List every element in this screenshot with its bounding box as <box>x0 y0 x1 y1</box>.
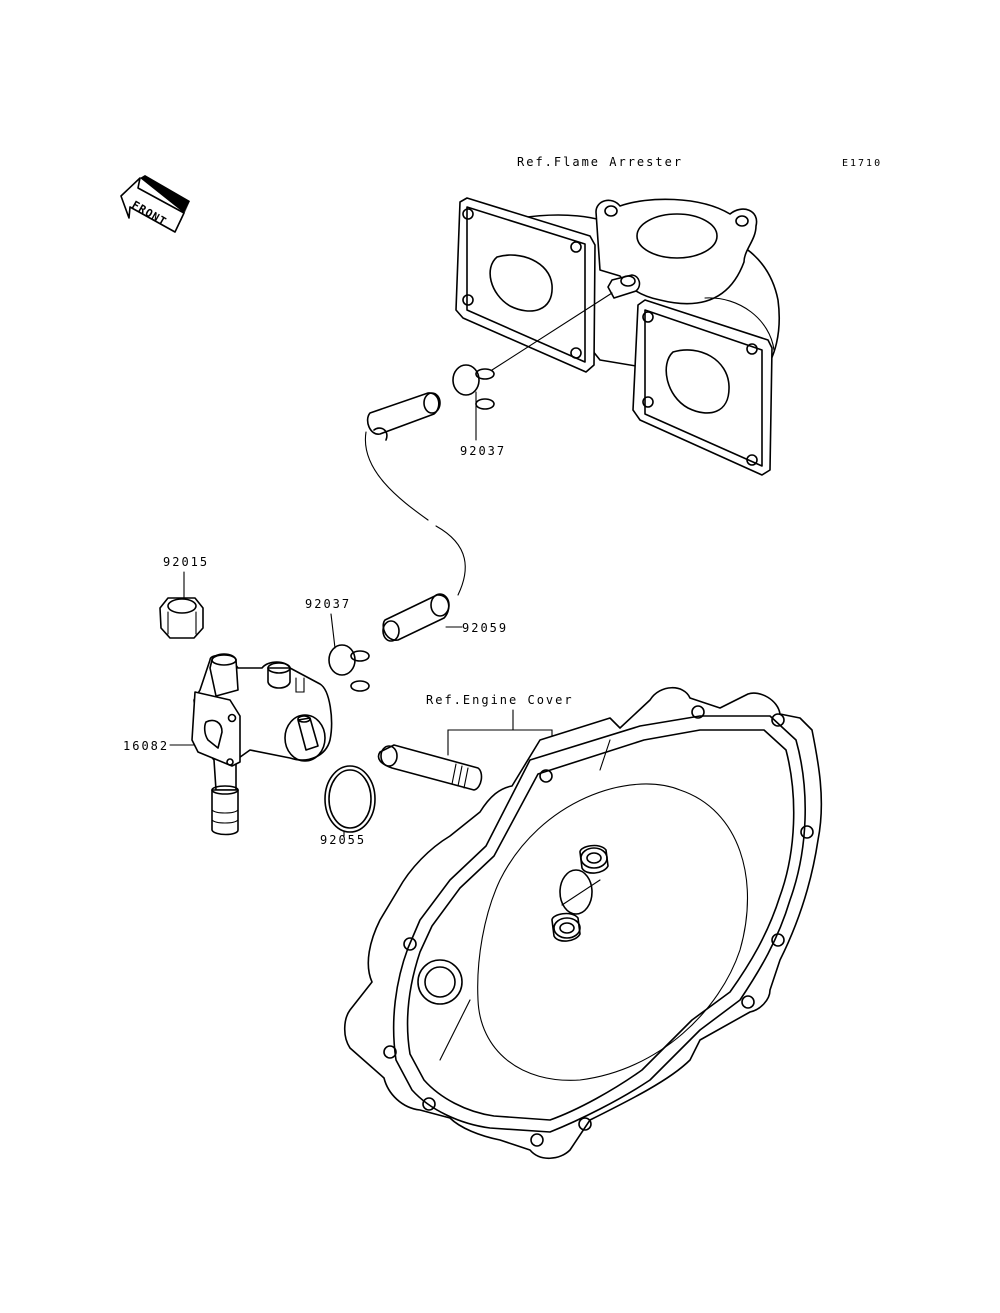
part-label-92015: 92015 <box>163 555 209 569</box>
washer-nut-92015 <box>159 597 204 639</box>
part-label-92059: 92059 <box>462 621 508 635</box>
hose-92059 <box>364 392 466 642</box>
ref-flame-arrester-label: Ref.Flame Arrester <box>517 155 683 169</box>
diagram-code: E1710 <box>842 158 882 169</box>
part-label-92037-mid: 92037 <box>305 597 351 611</box>
o-ring-92037-top <box>452 364 495 441</box>
ref-engine-cover-label: Ref.Engine Cover <box>426 693 574 707</box>
part-label-16082: 16082 <box>123 739 169 753</box>
engine-cover-illustration <box>343 686 823 1160</box>
o-ring-92055 <box>324 765 376 837</box>
o-ring-92037-mid <box>328 644 370 692</box>
part-label-92055: 92055 <box>320 833 366 847</box>
flame-arrester-illustration <box>455 197 780 476</box>
part-label-92037-top: 92037 <box>460 444 506 458</box>
stud-pin <box>377 744 483 791</box>
fuel-valve-16082 <box>191 653 333 836</box>
front-arrow-icon: FRONT <box>120 175 190 233</box>
